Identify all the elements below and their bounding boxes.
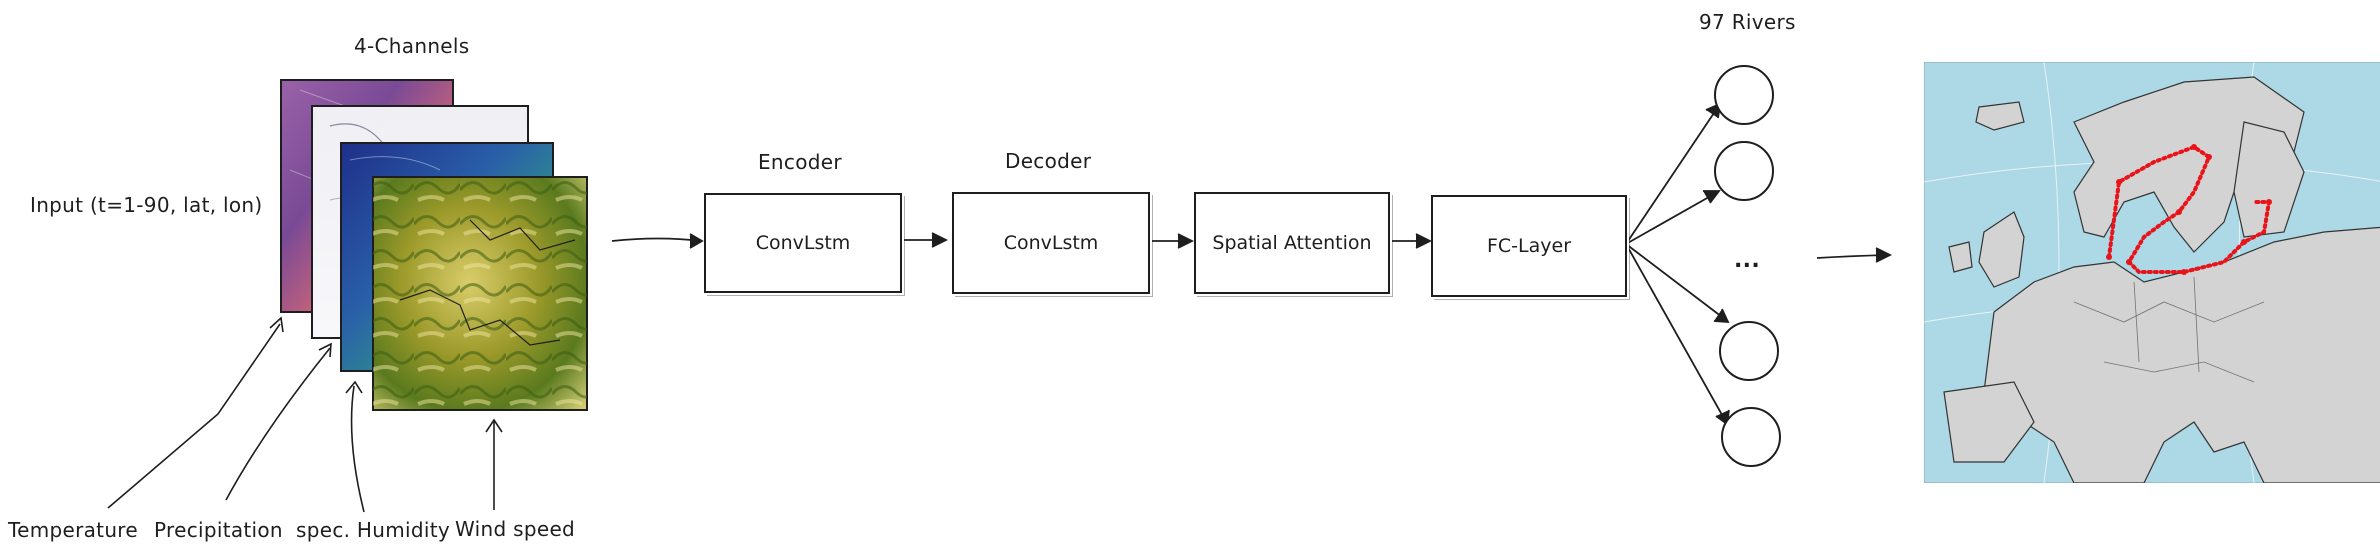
temperature-label: Temperature xyxy=(8,518,138,542)
precipitation-pointer-head xyxy=(318,342,332,358)
fc-layer-block: FC-Layer xyxy=(1431,195,1627,297)
fc-to-river1-arrow xyxy=(1625,106,1719,245)
river-node-2 xyxy=(1714,141,1774,201)
windspeed-label: Wind speed xyxy=(455,517,576,541)
uk-landmass xyxy=(1978,211,2025,288)
precipitation-pointer xyxy=(225,347,331,501)
river-outlet-points xyxy=(2106,144,2272,275)
humidity-label: spec. Humidity xyxy=(296,518,451,542)
fc-block-label: FC-Layer xyxy=(1486,235,1572,257)
encoder-title: Encoder xyxy=(758,150,842,174)
wind-speed-channel-image xyxy=(372,176,588,411)
river-node-3 xyxy=(1719,321,1779,381)
temperature-pointer-head xyxy=(269,316,284,333)
finland-landmass xyxy=(2233,121,2305,238)
europe-river-map xyxy=(1924,62,2380,483)
decoder-title: Decoder xyxy=(1005,149,1092,173)
fc-to-river4-arrow xyxy=(1625,243,1727,423)
continent-landmass xyxy=(1983,226,2380,483)
encoder-convlstm-block: ConvLstm xyxy=(704,193,902,293)
channels-title: 4-Channels xyxy=(354,34,470,58)
channel-pointer-arrows xyxy=(107,316,503,513)
humidity-pointer xyxy=(350,385,365,513)
iberia-landmass xyxy=(1943,381,2035,463)
ireland-landmass xyxy=(1948,241,1973,273)
decoder-convlstm-block: ConvLstm xyxy=(952,192,1150,294)
flow-arrows xyxy=(611,102,1893,426)
input-label: Input (t=1-90, lat, lon) xyxy=(30,193,263,217)
river-node-4 xyxy=(1721,407,1781,467)
scandinavia-landmass xyxy=(2073,76,2305,253)
humidity-pointer-head xyxy=(345,380,363,394)
windspeed-pointer-head xyxy=(485,418,503,433)
precipitation-label: Precipitation xyxy=(154,518,283,542)
fc-to-river2-arrow xyxy=(1625,192,1717,245)
river-node-1 xyxy=(1714,65,1774,125)
attention-block-label: Spatial Attention xyxy=(1212,232,1372,254)
iceland-landmass xyxy=(1975,101,2025,131)
encoder-block-label: ConvLstm xyxy=(755,232,851,254)
fc-to-river3-arrow xyxy=(1625,243,1727,321)
input-to-encoder-arrow xyxy=(611,237,701,242)
temperature-pointer xyxy=(107,323,281,509)
rivers-title: 97 Rivers xyxy=(1699,10,1796,34)
rivers-ellipsis: ... xyxy=(1734,248,1760,273)
spatial-attention-block: Spatial Attention xyxy=(1194,192,1390,294)
decoder-block-label: ConvLstm xyxy=(1003,232,1099,254)
